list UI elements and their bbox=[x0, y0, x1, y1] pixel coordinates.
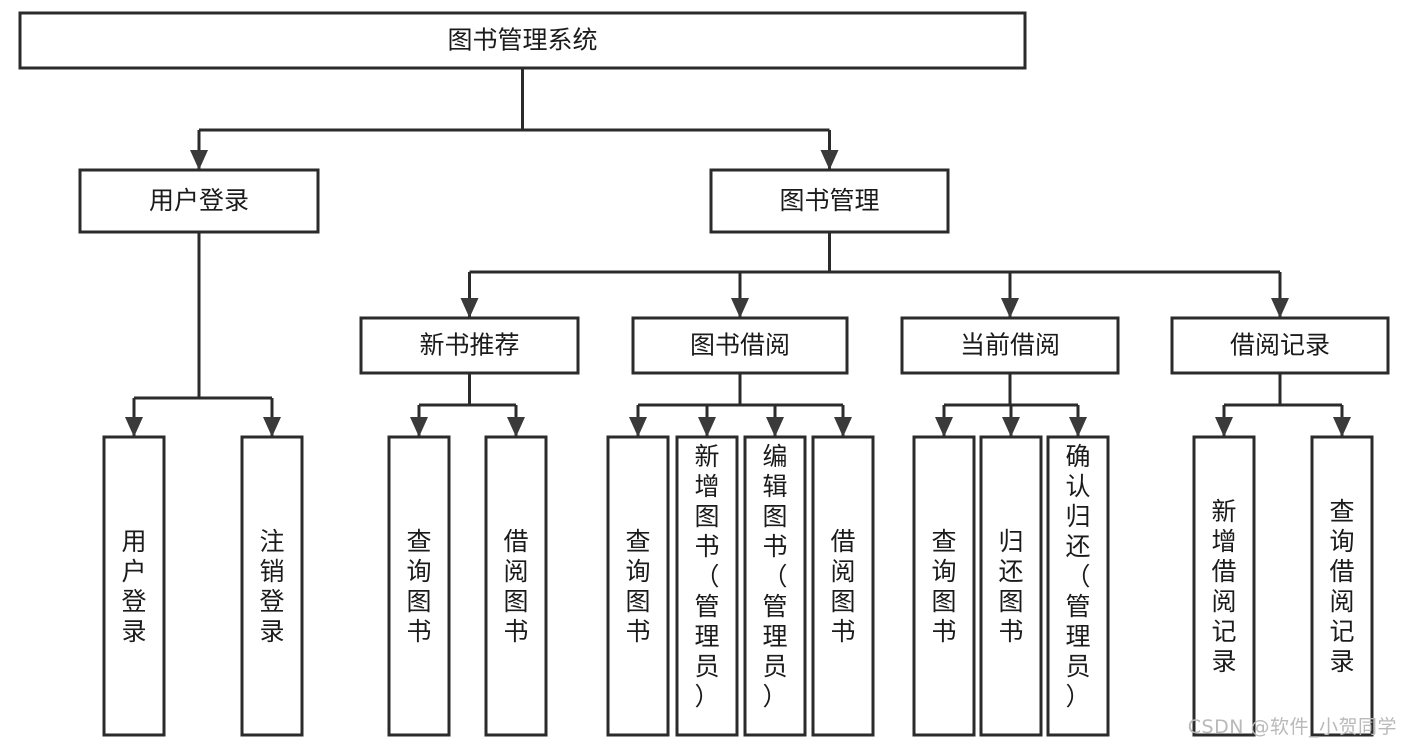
node-label-leaf-query-record: 查询借阅记录 bbox=[1329, 497, 1354, 676]
node-box-leaf-borrow-book-1 bbox=[484, 435, 548, 737]
node-leaf-confirm-return[interactable]: 确认归还（管理员） bbox=[1046, 435, 1110, 737]
node-leaf-edit-book[interactable]: 编辑图书（管理员） bbox=[743, 435, 807, 737]
node-box-leaf-query-record bbox=[1310, 435, 1374, 737]
node-box-current-borrow bbox=[900, 316, 1120, 375]
node-label-current-borrow: 当前借阅 bbox=[960, 331, 1060, 360]
node-label-borrow-record: 借阅记录 bbox=[1230, 331, 1330, 360]
node-label-leaf-confirm-return: 确认归还（管理员） bbox=[1065, 442, 1090, 711]
node-label-leaf-borrow-book-1: 借阅图书 bbox=[503, 527, 528, 646]
connectors-layer bbox=[125, 68, 1351, 437]
node-user-login[interactable]: 用户登录 bbox=[78, 168, 320, 234]
node-label-leaf-return-book: 归还图书 bbox=[998, 527, 1023, 646]
node-borrow-record[interactable]: 借阅记录 bbox=[1170, 316, 1390, 375]
arrow-head-current-borrow-1 bbox=[1002, 417, 1020, 437]
node-box-leaf-user-login bbox=[102, 435, 166, 737]
node-label-root: 图书管理系统 bbox=[447, 26, 597, 55]
node-box-leaf-add-book bbox=[675, 435, 739, 737]
arrow-head-book-manage-3 bbox=[1271, 298, 1289, 318]
arrow-head-user-login-0 bbox=[125, 417, 143, 437]
node-box-leaf-return-book bbox=[979, 435, 1043, 737]
node-leaf-user-login[interactable]: 用户登录 bbox=[102, 435, 166, 737]
watermark-text: CSDN @软件_小贺同学 bbox=[1187, 716, 1397, 738]
node-box-borrow-record bbox=[1170, 316, 1390, 375]
node-leaf-query-record[interactable]: 查询借阅记录 bbox=[1310, 435, 1374, 737]
node-label-leaf-edit-book: 编辑图书（管理员） bbox=[762, 442, 787, 711]
node-label-leaf-add-record: 新增借阅记录 bbox=[1211, 497, 1236, 676]
node-label-book-manage: 图书管理 bbox=[779, 186, 879, 215]
node-leaf-borrow-book-1[interactable]: 借阅图书 bbox=[484, 435, 548, 737]
node-label-book-borrow: 图书借阅 bbox=[690, 331, 790, 360]
node-box-leaf-borrow-book-2 bbox=[811, 435, 875, 737]
arrow-head-borrow-record-0 bbox=[1215, 417, 1233, 437]
node-leaf-add-record[interactable]: 新增借阅记录 bbox=[1192, 435, 1256, 737]
arrow-head-book-manage-1 bbox=[731, 298, 749, 318]
node-leaf-query-book-3[interactable]: 查询图书 bbox=[912, 435, 976, 737]
arrow-head-new-book-recommend-1 bbox=[507, 417, 525, 437]
node-box-leaf-confirm-return bbox=[1046, 435, 1110, 737]
node-label-leaf-user-login: 用户登录 bbox=[121, 527, 146, 646]
node-leaf-query-book-2[interactable]: 查询图书 bbox=[606, 435, 670, 737]
node-box-leaf-add-record bbox=[1192, 435, 1256, 737]
arrow-head-current-borrow-0 bbox=[935, 417, 953, 437]
node-label-leaf-query-book-3: 查询图书 bbox=[931, 527, 956, 646]
node-label-leaf-add-book: 新增图书（管理员） bbox=[694, 442, 719, 711]
node-box-leaf-user-logout bbox=[240, 435, 304, 737]
node-label-leaf-query-book-2: 查询图书 bbox=[625, 527, 650, 646]
node-box-leaf-query-book-2 bbox=[606, 435, 670, 737]
nodes-layer: 图书管理系统用户登录图书管理新书推荐图书借阅当前借阅借阅记录用户登录注销登录查询… bbox=[18, 11, 1390, 737]
node-leaf-query-book-1[interactable]: 查询图书 bbox=[387, 435, 451, 737]
node-leaf-add-book[interactable]: 新增图书（管理员） bbox=[675, 435, 739, 737]
node-leaf-user-logout[interactable]: 注销登录 bbox=[240, 435, 304, 737]
node-box-new-book-recommend bbox=[359, 316, 580, 375]
node-box-book-manage bbox=[709, 168, 950, 234]
node-leaf-return-book[interactable]: 归还图书 bbox=[979, 435, 1043, 737]
arrow-head-book-borrow-2 bbox=[766, 417, 784, 437]
node-label-new-book-recommend: 新书推荐 bbox=[419, 331, 519, 360]
node-label-leaf-query-book-1: 查询图书 bbox=[406, 527, 431, 646]
arrow-head-book-borrow-1 bbox=[698, 417, 716, 437]
node-label-leaf-user-logout: 注销登录 bbox=[259, 527, 284, 646]
arrow-head-new-book-recommend-0 bbox=[410, 417, 428, 437]
node-label-leaf-borrow-book-2: 借阅图书 bbox=[830, 527, 855, 646]
arrow-head-user-login-1 bbox=[263, 417, 281, 437]
node-book-manage[interactable]: 图书管理 bbox=[709, 168, 950, 234]
arrow-head-root-1 bbox=[820, 150, 839, 170]
arrow-head-book-borrow-3 bbox=[834, 417, 852, 437]
node-root[interactable]: 图书管理系统 bbox=[18, 11, 1027, 70]
node-current-borrow[interactable]: 当前借阅 bbox=[900, 316, 1120, 375]
arrow-head-book-manage-0 bbox=[460, 298, 479, 318]
node-leaf-borrow-book-2[interactable]: 借阅图书 bbox=[811, 435, 875, 737]
node-box-leaf-query-book-1 bbox=[387, 435, 451, 737]
node-box-leaf-query-book-3 bbox=[912, 435, 976, 737]
arrow-head-book-borrow-0 bbox=[629, 417, 647, 437]
arrow-head-root-0 bbox=[190, 150, 208, 170]
node-box-book-borrow bbox=[631, 316, 849, 375]
node-new-book-recommend[interactable]: 新书推荐 bbox=[359, 316, 580, 375]
node-box-leaf-edit-book bbox=[743, 435, 807, 737]
arrow-head-borrow-record-1 bbox=[1333, 417, 1351, 437]
arrow-head-book-manage-2 bbox=[1001, 298, 1019, 318]
arrow-head-current-borrow-2 bbox=[1069, 417, 1087, 437]
node-box-root bbox=[18, 11, 1027, 70]
node-book-borrow[interactable]: 图书借阅 bbox=[631, 316, 849, 375]
node-label-user-login: 用户登录 bbox=[149, 186, 249, 215]
node-box-user-login bbox=[78, 168, 320, 234]
